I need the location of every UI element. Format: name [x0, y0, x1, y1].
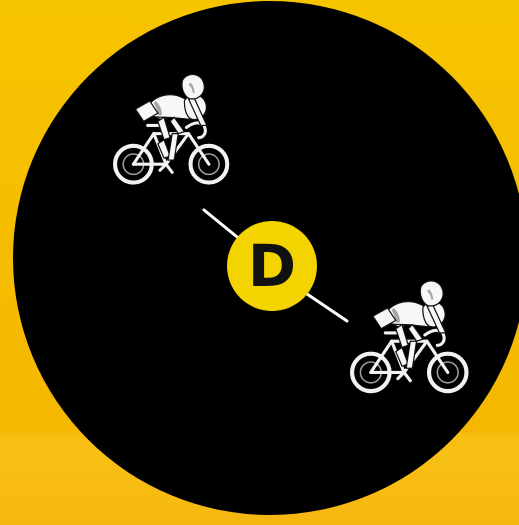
badge-label: D	[248, 232, 296, 300]
